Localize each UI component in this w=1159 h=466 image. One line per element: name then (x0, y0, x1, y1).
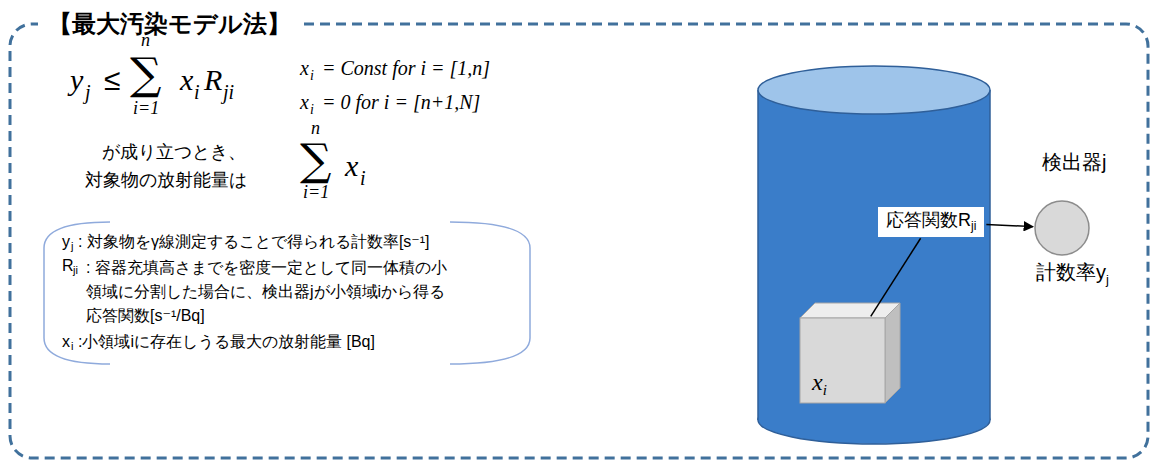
node-text: x (812, 369, 823, 395)
label-text: x (180, 62, 193, 98)
label-text: ∑ (300, 138, 331, 182)
label-text: x (62, 332, 70, 351)
label-text: = 0 for i = [n+1,N] (322, 90, 480, 114)
cylinder-side (989, 90, 991, 420)
label-text: R (62, 256, 74, 275)
label-text: j (85, 80, 91, 104)
cylinder-side (757, 90, 759, 420)
cylinder-body (758, 90, 990, 420)
label-text: y (70, 62, 83, 98)
label-text: i (310, 102, 314, 119)
cube-top (800, 303, 900, 318)
title-tab: 【最大汚染モデル法】 (38, 5, 301, 43)
label-text: ji (223, 80, 234, 104)
label-text: i (360, 166, 366, 190)
label-text: i (310, 68, 314, 85)
label-text: i=1 (133, 98, 159, 120)
label-text: x (300, 90, 309, 114)
label-text: が成り立つとき、 (102, 142, 246, 164)
detector: 検出器j 計数率yj (1018, 150, 1146, 292)
label-text: : 対象物をγ線測定することで得られる計数率[s⁻¹] (78, 232, 430, 251)
label-text: :小領域iに存在しうる最大の放射能量 [Bq] (78, 332, 375, 351)
label-text: ∑ (130, 52, 161, 96)
cube-front (800, 318, 885, 403)
label-text: i (194, 80, 200, 104)
label-text: n (141, 30, 150, 52)
cube-region: xi (800, 318, 885, 403)
connector (871, 238, 921, 316)
node-text: 計数率y (1036, 261, 1106, 283)
label-text: x (345, 148, 358, 184)
label-text: i (71, 340, 73, 353)
label-text: x (300, 56, 309, 80)
label-text: R (204, 62, 222, 98)
dashed-frame (10, 24, 1148, 458)
cube-side (885, 303, 900, 403)
label-text: : 容器充填高さまでを密度一定として同一体積の小領域に分割した場合に、検出器jが… (86, 256, 451, 328)
label-text: 対象物の放射能量は (85, 170, 247, 192)
connector (986, 224, 1033, 226)
label-text: i=1 (303, 182, 329, 204)
detector-circle (1035, 201, 1089, 255)
label-text: j (71, 240, 73, 253)
label-text: n (311, 118, 320, 140)
node-text: 応答関数R (886, 210, 971, 230)
cylinder-top (758, 66, 990, 114)
label-text: ≤ (104, 62, 120, 98)
node-text: j (1106, 272, 1109, 287)
node-text: ji (971, 219, 976, 233)
label-text: y (62, 232, 70, 251)
bracket-right (450, 222, 530, 364)
node-text: 検出器j (1042, 151, 1106, 173)
node-text: i (823, 382, 827, 398)
label-box: 応答関数Rji (878, 207, 984, 237)
label-text: ji (73, 264, 78, 277)
label-text: = Const for i = [1,n] (322, 56, 490, 80)
